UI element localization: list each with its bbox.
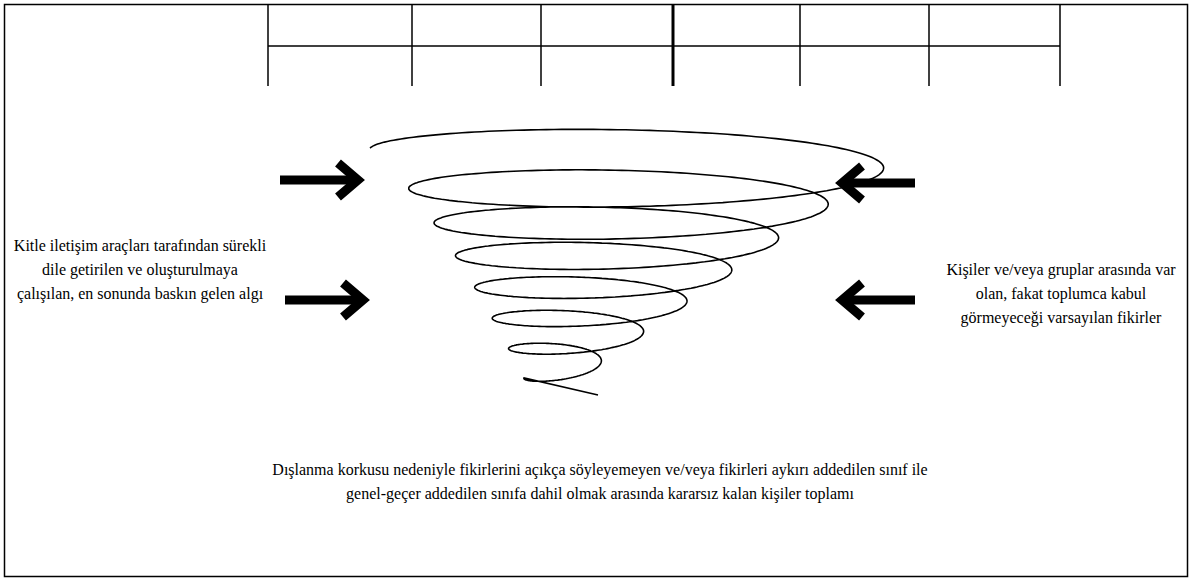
left-annotation: Kitle iletişim araçları tarafından sürek… [12, 234, 268, 306]
inward-arrows [280, 163, 915, 317]
empty-table [268, 4, 1060, 86]
outer-frame [5, 5, 1188, 577]
spiral [370, 129, 884, 395]
right-annotation: Kişiler ve/veya gruplar arasında var ola… [935, 258, 1187, 330]
bottom-annotation: Dışlanma korkusu nedeniyle fikirlerini a… [270, 458, 930, 506]
